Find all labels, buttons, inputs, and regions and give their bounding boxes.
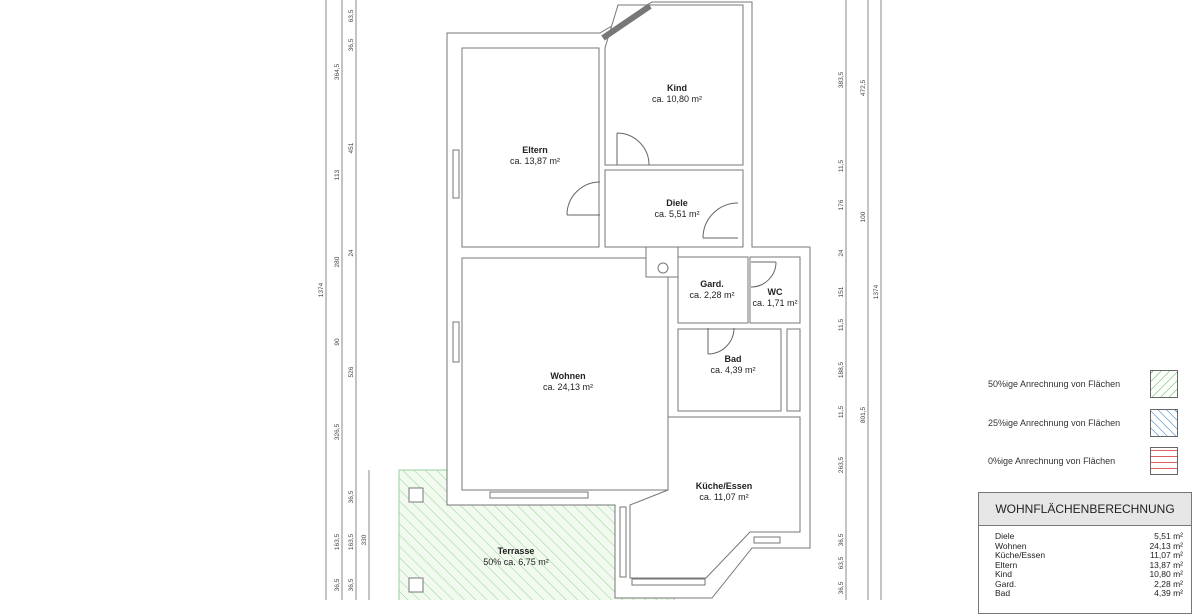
row-value: 24,13 m² <box>1149 540 1183 551</box>
dimension-label: 113 <box>334 169 341 180</box>
room-area: ca. 1,71 m² <box>752 298 797 308</box>
legend-swatch-0 <box>1150 447 1178 475</box>
dimension-label: 11,5 <box>838 319 845 332</box>
doors <box>566 132 777 355</box>
table-row: Küche/Essen 11,07 m² <box>979 550 1191 561</box>
dimension-label: 263,5 <box>838 456 845 473</box>
dimension-label: 176 <box>838 199 845 210</box>
table-row: Gard. 2,28 m² <box>979 578 1191 590</box>
room-area: ca. 11,07 m² <box>699 492 748 502</box>
dimension-label: 11,5 <box>838 406 845 419</box>
legend-swatch-25 <box>1150 409 1178 437</box>
room-kind <box>604 4 744 166</box>
table-row: Diele 5,51 m² <box>979 531 1191 542</box>
dimension-label: 163,5 <box>334 533 341 550</box>
dimension-labels: 1374 364,5 113 280 90 326,5 163,5 36,5 63,5 36,5 4… <box>318 9 880 594</box>
dimension-label: 11,5 <box>838 160 845 173</box>
room-area: ca. 24,13 m² <box>543 382 593 392</box>
dimension-label: 1374 <box>873 284 880 299</box>
dimension-label: 151 <box>838 286 845 297</box>
dimension-label: 330 <box>361 534 368 545</box>
dimension-label: 24 <box>838 249 845 257</box>
dimension-label: 36,5 <box>348 578 355 591</box>
row-value: 11,07 m² <box>1150 550 1183 560</box>
dimension-label: 100 <box>860 211 867 222</box>
dimension-label: 326,5 <box>334 423 341 440</box>
chimney <box>657 262 669 274</box>
dimension-label: 63,5 <box>838 556 845 569</box>
room-area: 50% ca. 6,75 m² <box>483 557 549 567</box>
dimension-label: 63,5 <box>348 9 355 22</box>
table-row: Kind 10,80 m² <box>979 569 1191 580</box>
room-name: WC <box>768 287 783 297</box>
dimension-lines <box>325 0 882 600</box>
row-value: 4,39 m² <box>1154 588 1183 598</box>
row-name: Gard. <box>995 578 1017 589</box>
dimension-label: 36,5 <box>334 578 341 591</box>
room-name: Wohnen <box>550 371 585 381</box>
row-name: Küche/Essen <box>995 550 1046 560</box>
table-row: Eltern 13,87 m² <box>979 559 1191 571</box>
dimension-label: 451 <box>348 142 355 153</box>
legend-swatch-50 <box>1150 370 1178 398</box>
dimension-label: 188,5 <box>838 361 845 378</box>
row-value: 5,51 m² <box>1154 531 1183 541</box>
window <box>619 506 627 578</box>
dimension-label: 90 <box>334 338 341 346</box>
window <box>452 149 460 199</box>
dimension-label: 36,5 <box>838 581 845 594</box>
row-value: 13,87 m² <box>1149 559 1183 570</box>
window <box>489 491 589 499</box>
dimension-label: 1374 <box>318 282 325 297</box>
dimension-label: 163,5 <box>348 533 355 550</box>
table-row: Bad 4,39 m² <box>979 588 1191 599</box>
area-table: WOHNFLÄCHENBERECHNUNG Diele 5,51 m² Wohne… <box>978 492 1192 614</box>
room-name: Küche/Essen <box>696 481 753 491</box>
room-area: ca. 10,80 m² <box>652 94 702 104</box>
room-kueche <box>629 416 801 579</box>
room-diele <box>604 169 744 248</box>
dimension-label: 801,5 <box>860 406 867 423</box>
window <box>452 321 460 363</box>
room-wohnen <box>461 257 669 491</box>
floor-plan: Kind ca. 10,80 m² Eltern ca. 13,87 m² Di… <box>318 0 882 600</box>
dimension-label: 526 <box>348 366 355 377</box>
area-table-title: WOHNFLÄCHENBERECHNUNG <box>979 493 1191 526</box>
room-name: Kind <box>667 83 687 93</box>
table-row: Wohnen 24,13 m² <box>979 540 1191 552</box>
dimension-label: 472,5 <box>860 79 867 96</box>
legend-label: 25%ige Anrechnung von Flächen <box>988 418 1121 428</box>
dimension-label: 383,5 <box>838 71 845 88</box>
row-value: 10,80 m² <box>1149 569 1183 579</box>
room-eltern <box>461 47 600 248</box>
row-name: Wohnen <box>995 540 1027 551</box>
row-name: Kind <box>995 569 1013 579</box>
dimension-label: 36,5 <box>348 38 355 51</box>
row-name: Diele <box>995 531 1015 541</box>
room-area: ca. 13,87 m² <box>510 156 560 166</box>
row-value: 2,28 m² <box>1154 578 1183 589</box>
room-name: Terrasse <box>498 546 535 556</box>
room-area: ca. 4,39 m² <box>710 365 755 375</box>
dimension-label: 36,5 <box>838 533 845 546</box>
dimension-label: 36,5 <box>348 490 355 503</box>
room-name: Eltern <box>522 145 548 155</box>
room-name: Diele <box>666 198 688 208</box>
dimension-label: 24 <box>348 249 355 257</box>
room-gard <box>677 256 749 324</box>
dimension-label: 364,5 <box>334 63 341 80</box>
dimension-label: 280 <box>334 256 341 267</box>
window <box>753 536 781 544</box>
room-area: ca. 5,51 m² <box>654 209 699 219</box>
row-name: Bad <box>995 588 1011 598</box>
legend-label: 50%ige Anrechnung von Flächen <box>988 379 1121 389</box>
room-name: Bad <box>724 354 741 364</box>
room-name: Gard. <box>700 279 724 289</box>
row-name: Eltern <box>995 559 1018 570</box>
shaft <box>786 328 801 412</box>
window <box>631 578 706 586</box>
legend-label: 0%ige Anrechnung von Flächen <box>988 456 1116 466</box>
room-area: ca. 2,28 m² <box>689 290 734 300</box>
